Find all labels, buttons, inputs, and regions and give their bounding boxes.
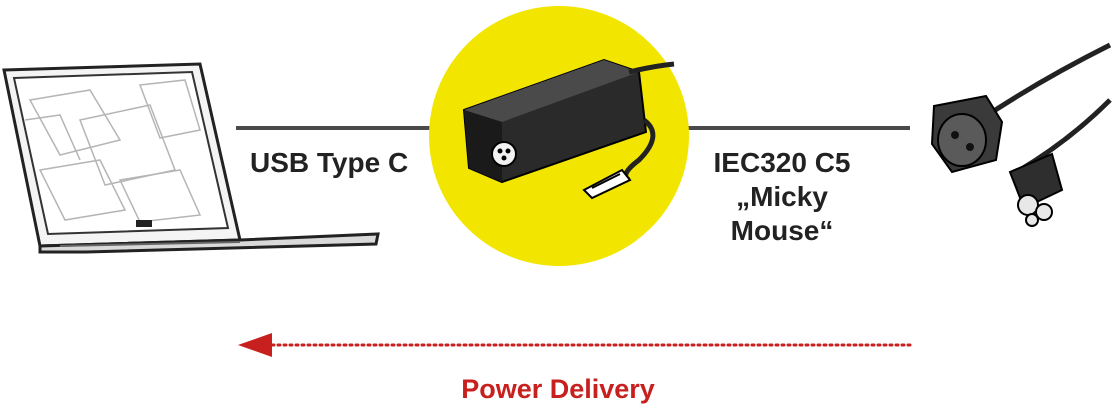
power-plug-icon <box>930 42 1112 227</box>
power-adapter-icon <box>429 6 689 266</box>
iec-label-line2: „Micky <box>736 181 828 212</box>
left-connector-line <box>236 126 436 130</box>
usb-type-c-label: USB Type C <box>250 147 409 178</box>
laptop-icon <box>2 62 380 254</box>
iec-label-line1: IEC320 C5 <box>713 147 851 178</box>
iec320-c5-label: IEC320 C5 „Micky Mouse“ <box>712 146 852 248</box>
power-flow-arrow <box>238 333 912 357</box>
power-delivery-label: Power Delivery <box>461 374 655 404</box>
iec-label-line3: Mouse“ <box>730 215 834 246</box>
right-connector-line <box>678 126 910 130</box>
